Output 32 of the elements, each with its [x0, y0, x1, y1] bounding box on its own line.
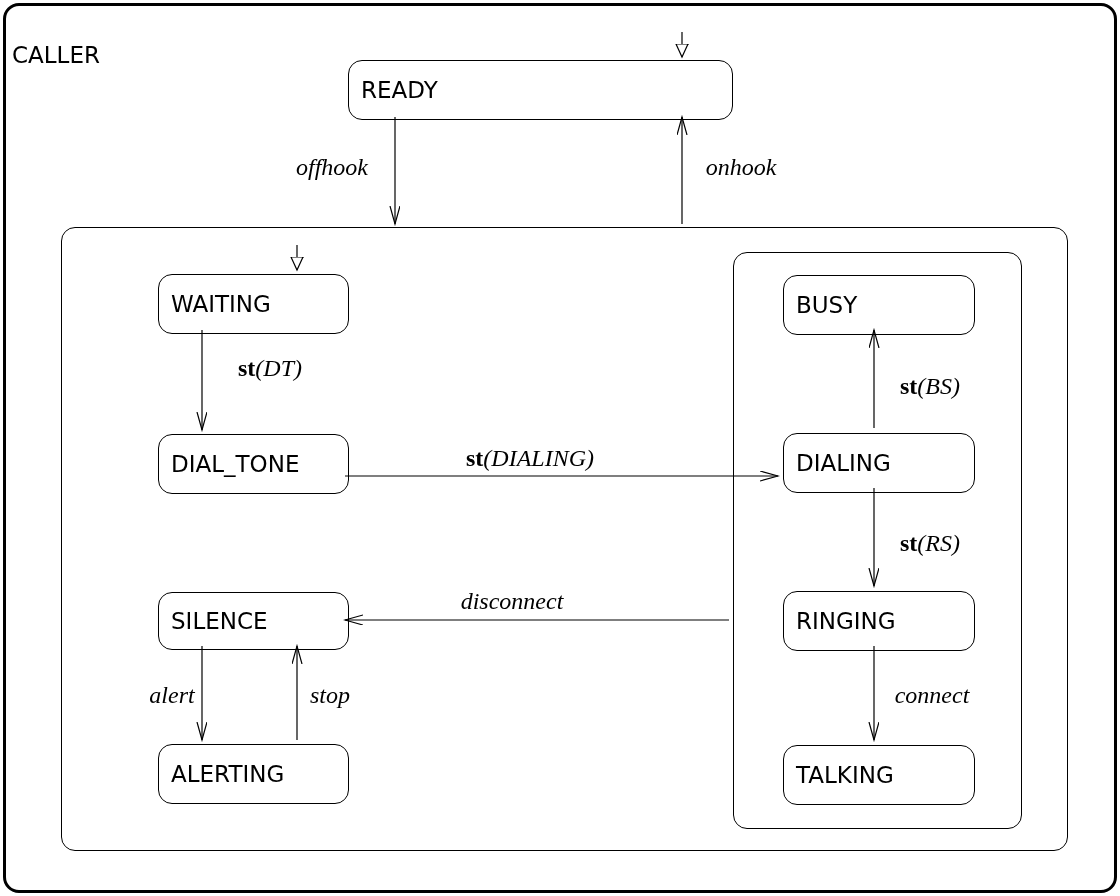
state-box [783, 591, 975, 651]
state-box [783, 745, 975, 805]
transition-arrow [196, 645, 208, 741]
transition-arrow [868, 487, 880, 587]
state-name: DIAL_TONE [170, 451, 300, 477]
transition-arrow [291, 645, 303, 741]
transition-arrow [868, 645, 880, 741]
state-name: BUSY [795, 292, 858, 318]
state-name: RINGING [795, 608, 896, 634]
state-name: SILENCE [170, 608, 268, 634]
state-box [783, 433, 975, 493]
state-name: DIALING [795, 450, 891, 476]
state-box [158, 744, 349, 804]
state-name: READY [360, 77, 438, 103]
state-name: CALLER [12, 42, 100, 68]
state-box [783, 275, 975, 335]
state-box [348, 60, 733, 120]
initial-state-arrow [290, 244, 307, 271]
state-box [158, 274, 349, 334]
transition-arrow [389, 116, 401, 225]
state-name: ALERTING [170, 761, 285, 787]
transition-arrow [676, 116, 688, 225]
transition-arrow [196, 329, 208, 431]
superstate-box [3, 3, 1117, 893]
transition-arrow [344, 614, 730, 626]
transition-arrow [344, 470, 779, 482]
state-box [158, 434, 349, 494]
transition-arrow [868, 329, 880, 429]
state-name: TALKING [795, 762, 894, 788]
initial-state-arrow [675, 31, 692, 58]
state-box [158, 592, 349, 650]
state-name: WAITING [170, 291, 271, 317]
